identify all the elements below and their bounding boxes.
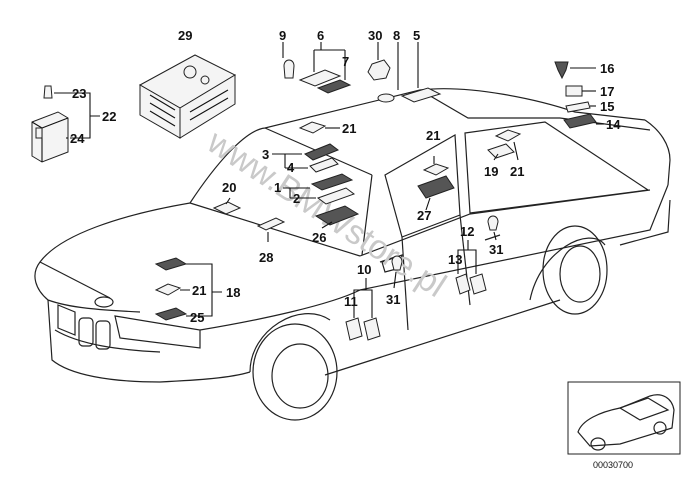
- callout-3: 3: [262, 147, 269, 162]
- callout-31-left: 31: [386, 292, 400, 307]
- part-20-lamp: [212, 201, 242, 215]
- part-12-switch: [469, 273, 487, 295]
- callout-30: 30: [368, 28, 382, 43]
- callout-13: 13: [448, 252, 462, 267]
- callout-21-mid: 21: [426, 128, 440, 143]
- callout-5: 5: [413, 28, 420, 43]
- part-26-lamp: [314, 205, 360, 226]
- part-17-socket: [565, 85, 583, 97]
- callout-27: 27: [417, 208, 431, 223]
- part-30-holder: [367, 59, 391, 81]
- part-27-lamp: [417, 175, 455, 199]
- part-11-switch: [363, 317, 381, 341]
- part-8-bulb: [377, 93, 395, 103]
- callout-2: 2: [293, 191, 300, 206]
- part-4-lens: [309, 157, 339, 173]
- part-5-lamp: [400, 87, 442, 103]
- thumbnail-inset: 00030700: [567, 381, 681, 470]
- callout-18: 18: [226, 285, 240, 300]
- callout-31-right: 31: [489, 242, 503, 257]
- part-18-lamp: [154, 257, 188, 271]
- part-13-switch: [455, 273, 471, 295]
- callout-1: 1: [274, 180, 281, 195]
- part-31-bulb-left: [391, 255, 403, 271]
- parts: [31, 54, 597, 341]
- part-7-lens: [316, 79, 352, 94]
- callout-19: 19: [484, 164, 498, 179]
- callout-20: 20: [222, 180, 236, 195]
- car-outline: [34, 88, 671, 421]
- callout-9: 9: [279, 28, 286, 43]
- part-21-bulb-mid: [422, 163, 450, 176]
- callout-15: 15: [600, 99, 614, 114]
- part-14-lamp: [563, 113, 597, 129]
- part-3-lamp: [303, 143, 340, 161]
- part-25-lamp: [154, 307, 188, 321]
- callout-22: 22: [102, 109, 116, 124]
- callout-23: 23: [72, 86, 86, 101]
- part-21-bulb-top: [298, 121, 327, 134]
- part-6-lamp: [298, 69, 342, 87]
- part-21-bulb-left: [154, 283, 182, 296]
- callout-21-top: 21: [342, 121, 356, 136]
- callout-14: 14: [606, 117, 621, 132]
- part-28-lamp: [256, 217, 286, 231]
- callout-21-left: 21: [192, 283, 206, 298]
- callout-24: 24: [70, 131, 85, 146]
- callout-17: 17: [600, 84, 614, 99]
- callout-6: 6: [317, 28, 324, 43]
- callout-10: 10: [357, 262, 371, 277]
- leader-lines: [54, 42, 604, 318]
- part-1-lamp: [310, 173, 354, 191]
- part-10-switch: [345, 317, 363, 341]
- callout-11: 11: [344, 294, 358, 309]
- part-31-bulb-right: [487, 215, 499, 231]
- callout-7: 7: [342, 54, 349, 69]
- callout-4: 4: [287, 160, 295, 175]
- callout-28: 28: [259, 250, 273, 265]
- callout-21-right: 21: [510, 164, 524, 179]
- part-9-bulb: [283, 59, 295, 79]
- part-16-clip: [554, 61, 569, 80]
- part-15-lens: [565, 101, 591, 113]
- part-19-lamp: [487, 143, 515, 159]
- part-29-control-box: [138, 54, 237, 139]
- callout-29: 29: [178, 28, 192, 43]
- callout-12: 12: [460, 224, 474, 239]
- part-21-bulb-right: [494, 129, 522, 142]
- part-2-lens: [316, 187, 356, 205]
- callout-16: 16: [600, 61, 614, 76]
- reference-number: 00030700: [593, 460, 633, 470]
- callout-8: 8: [393, 28, 400, 43]
- part-22-module: [31, 85, 69, 163]
- callout-25: 25: [190, 310, 204, 325]
- callout-26: 26: [312, 230, 326, 245]
- callouts: 29 9 6 7 30 8 5 16 17 15 14 23 22 24 21 …: [70, 28, 621, 325]
